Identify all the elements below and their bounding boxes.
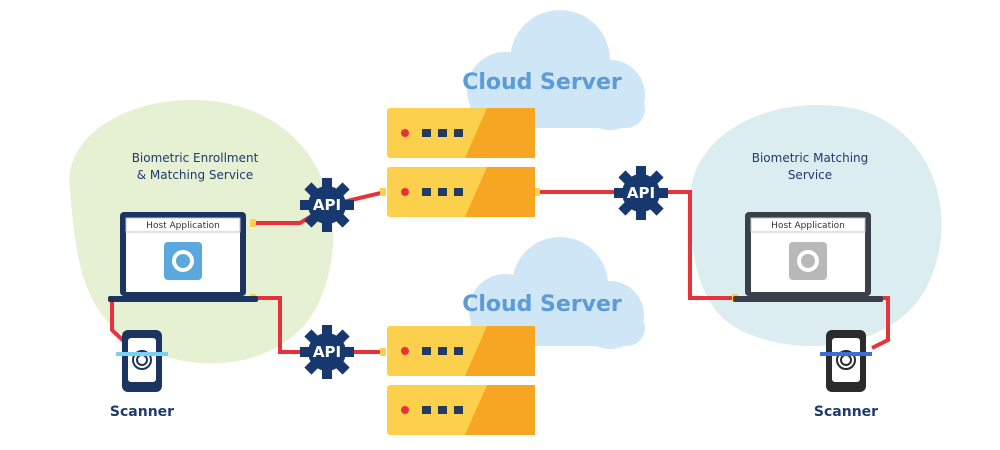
- right-service-line2: Service: [787, 168, 833, 182]
- server-unit-2: [387, 167, 535, 217]
- right-service-line1: Biometric Matching: [751, 151, 869, 165]
- left-service-line1: Biometric Enrollment: [131, 151, 259, 165]
- right-service-label: Biometric Matching Service: [720, 150, 900, 184]
- left-laptop-icon: [108, 212, 258, 302]
- left-service-label: Biometric Enrollment & Matching Service: [95, 150, 295, 184]
- api-label-left-bottom: API: [312, 343, 342, 361]
- server-unit-3: [387, 326, 535, 376]
- left-service-line2: & Matching Service: [136, 168, 254, 182]
- left-host-application-label: Host Application: [146, 221, 220, 231]
- server-unit-4: [387, 385, 535, 435]
- right-host-application-label: Host Application: [771, 221, 845, 231]
- right-scanner-icon: [820, 330, 872, 392]
- left-scanner-icon: [116, 330, 168, 392]
- left-scanner-label: Scanner: [109, 404, 175, 420]
- api-label-left-top: API: [312, 196, 342, 214]
- api-label-right: API: [626, 184, 656, 202]
- right-laptop-icon: [733, 212, 883, 302]
- cloud-server-top-label: Cloud Server: [462, 70, 622, 95]
- cloud-server-bottom-label: Cloud Server: [462, 292, 622, 317]
- right-scanner-label: Scanner: [813, 404, 879, 420]
- server-unit-1: [387, 108, 535, 158]
